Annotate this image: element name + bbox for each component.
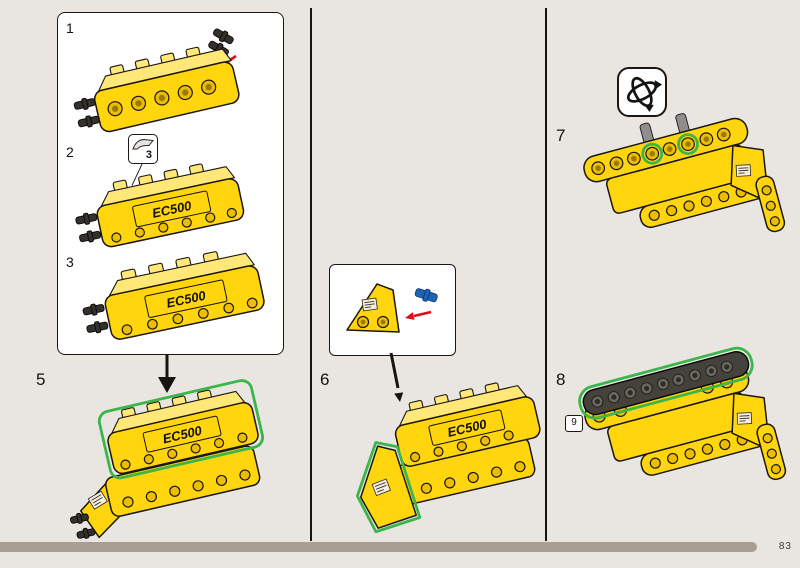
step-6-number: 6 — [320, 370, 330, 389]
black-pin-icon — [86, 321, 109, 334]
step-6-parts-illustration — [346, 283, 438, 333]
step-8-assembly — [578, 346, 787, 481]
step-1-number: 1 — [66, 20, 74, 36]
ec500-sticker — [132, 190, 212, 228]
page-number: 83 — [778, 541, 792, 552]
ec500-sticker — [144, 279, 228, 318]
green-highlight-outline — [355, 441, 422, 534]
black-pin-icon — [82, 303, 105, 316]
step-3-number: 3 — [66, 254, 74, 270]
step-8-number: 8 — [556, 370, 566, 389]
green-highlight-outline — [641, 142, 664, 165]
step-7-number: 7 — [556, 126, 566, 145]
column-divider-left — [310, 8, 312, 541]
step-8-illustration — [578, 346, 787, 481]
green-highlight-outline — [677, 133, 699, 156]
step-5-assembly: EC500 — [70, 379, 265, 539]
blue-pin-icon — [414, 288, 438, 303]
green-highlight-outline — [97, 379, 265, 480]
black-pin-icon — [212, 28, 234, 45]
black-pin-icon — [79, 230, 102, 243]
step-5-illustration: EC500 — [70, 379, 265, 539]
base-assembly — [70, 445, 261, 539]
part-callout-box: 9 — [565, 415, 583, 432]
step-6-assembly: EC500 — [355, 382, 541, 534]
panel-holes — [111, 207, 237, 243]
sticker-callout-box: 3 — [128, 134, 158, 164]
top-beam-holes — [591, 127, 731, 176]
assembly-down-arrow — [158, 354, 176, 393]
step-7-illustration — [583, 113, 786, 233]
base-panel-holes — [397, 461, 526, 500]
ec500-panel: EC500 — [394, 382, 541, 467]
attached-black-pins — [82, 303, 109, 334]
apply-sticker-icon — [132, 138, 154, 150]
yellow-panel-piece: EC500 — [82, 251, 265, 340]
part-callout-number: 9 — [571, 417, 577, 428]
gray-pins — [639, 113, 690, 145]
panel-holes — [120, 432, 248, 470]
right-end-beam-holes — [762, 433, 782, 475]
black-pin-icon — [75, 212, 98, 225]
footer-progress-bar — [0, 542, 757, 552]
panel-studs — [120, 251, 219, 281]
mini-sticker — [371, 478, 391, 497]
mini-sticker — [736, 412, 753, 425]
mini-sticker — [361, 297, 378, 312]
ec500-sticker — [428, 409, 506, 446]
step-6-down-arrow — [389, 352, 404, 402]
step-5-number: 5 — [36, 370, 46, 389]
black-pin-icon — [77, 115, 100, 128]
rotate-icon — [626, 76, 663, 113]
step-2-number: 2 — [66, 144, 74, 160]
base-panel-piece — [104, 445, 261, 517]
column-divider-right — [545, 8, 547, 541]
green-highlight-outline — [578, 346, 754, 420]
added-dark-gray-beam — [578, 346, 754, 420]
step-1-illustration — [73, 28, 240, 133]
attached-black-pins — [73, 97, 100, 128]
sticker-callout-number: 3 — [145, 149, 152, 161]
step-3-illustration: EC500 — [82, 251, 265, 340]
dark-beam-holes — [591, 360, 733, 408]
yellow-wedge-piece — [346, 283, 400, 333]
step-7-assembly — [583, 113, 786, 233]
black-pin-icon — [76, 527, 96, 539]
added-ec500-panel: EC500 — [97, 379, 265, 480]
red-insert-arrow — [405, 310, 432, 320]
mini-sticker — [735, 164, 752, 177]
step-6-illustration: EC500 — [355, 382, 541, 534]
panel-holes — [107, 79, 217, 117]
right-end-beam-holes — [761, 185, 781, 227]
mini-sticker — [87, 490, 108, 510]
black-pin-icon — [73, 97, 96, 110]
step-2-illustration: EC500 — [75, 163, 245, 248]
added-wedge-piece — [355, 441, 422, 534]
base-panel-holes — [122, 469, 251, 508]
panel-holes — [121, 297, 258, 336]
rotate-model-box — [617, 67, 667, 117]
black-pin-icon — [70, 512, 89, 524]
yellow-panel-piece: EC500 — [75, 163, 245, 248]
panel-holes — [409, 430, 514, 463]
ec500-sticker — [142, 415, 222, 453]
yellow-panel-piece — [73, 46, 240, 133]
attached-black-pins — [75, 212, 102, 243]
